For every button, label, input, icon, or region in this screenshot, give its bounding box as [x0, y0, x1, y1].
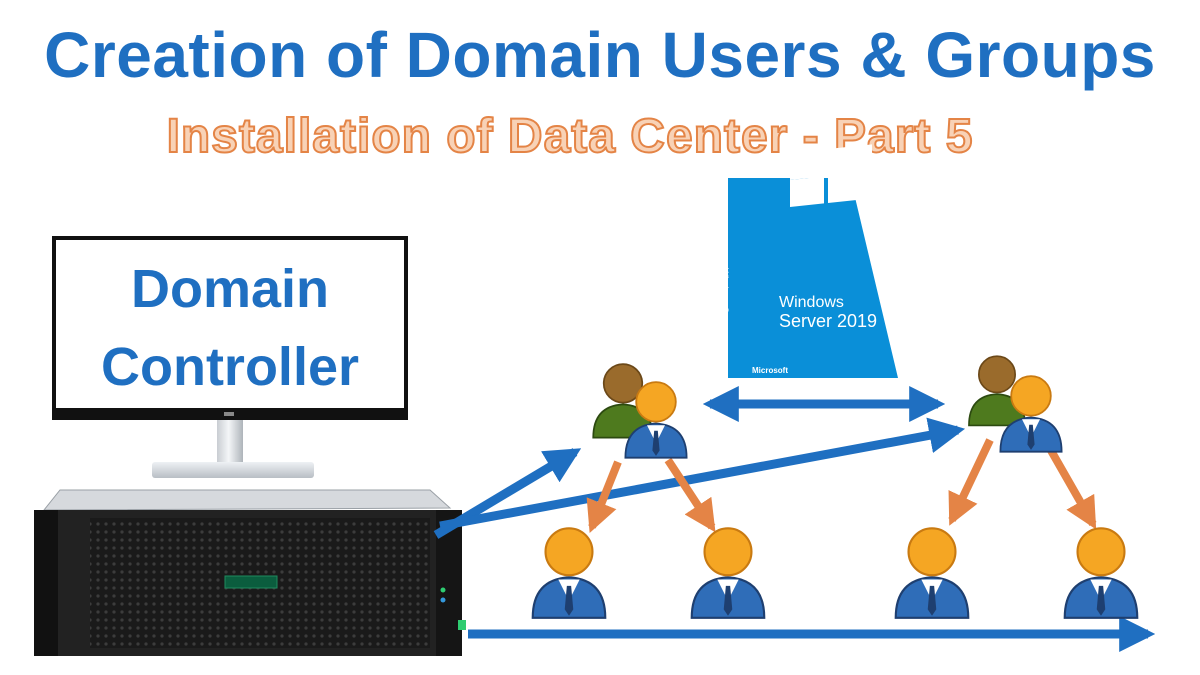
arrow-server-to-group-right [439, 417, 966, 531]
user-group-icon [592, 363, 688, 459]
arrow-group-right-to-user-3 [948, 438, 994, 526]
page-title: Creation of Domain Users & Groups [44, 19, 1156, 91]
arrow-group-right-to-user-4 [1041, 438, 1097, 530]
arrow-group-left-to-user-2 [664, 457, 716, 533]
monitor-icon: Domain Controller [52, 236, 408, 420]
user-icon [690, 527, 766, 619]
monitor-brand-mark [224, 412, 234, 416]
server-icon [34, 489, 466, 656]
windows-server-product-name: Windows Server 2019 [779, 294, 877, 330]
arrow-group-left-to-user-1 [586, 460, 622, 533]
windows-server-name-line1: Windows [779, 294, 844, 311]
user-icon [531, 527, 607, 619]
user-icon [1063, 527, 1139, 619]
windows-server-publisher: Microsoft [752, 366, 788, 375]
windows-server-name-line2: Server 2019 [779, 311, 878, 331]
user-icon [894, 527, 970, 619]
monitor-label-line1: Domain [130, 259, 330, 319]
monitor-label-line2: Controller [100, 337, 359, 397]
monitor-stand-base [152, 462, 314, 478]
user-group-icon [968, 355, 1063, 453]
